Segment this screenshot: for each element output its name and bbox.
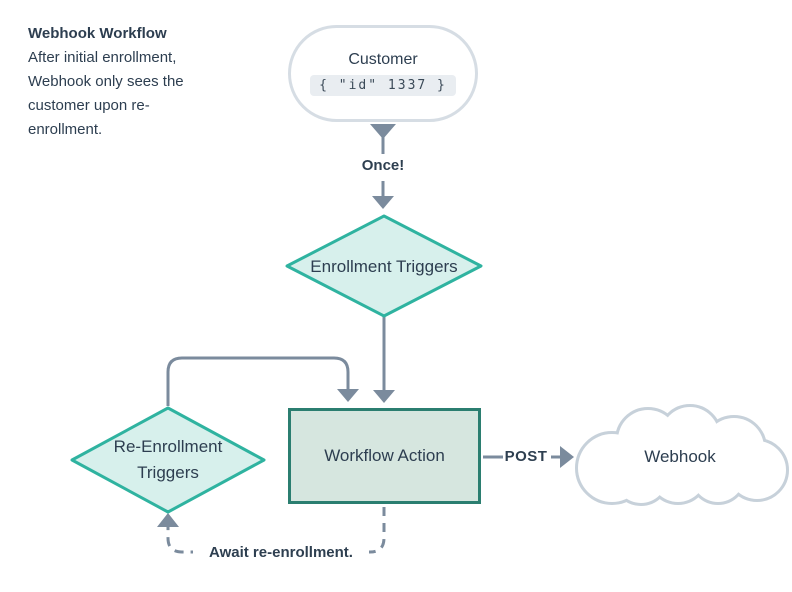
note-line: After initial enrollment, bbox=[28, 49, 177, 66]
arrowhead-down-icon bbox=[373, 390, 395, 403]
workflow-action-label: Workflow Action bbox=[324, 446, 445, 465]
note-title: Webhook Workflow bbox=[28, 25, 167, 42]
arrowhead-down-icon bbox=[337, 389, 359, 402]
webhook-cloud bbox=[575, 404, 789, 506]
once-edge-label: Once! bbox=[361, 157, 405, 174]
arrow-reenrollment-to-action bbox=[166, 356, 359, 406]
note-line: Webhook only sees the bbox=[28, 73, 184, 90]
customer-id-code-chip: { "id" 1337 } bbox=[310, 75, 456, 96]
note-block: Webhook Workflow After initial enrollmen… bbox=[28, 22, 228, 142]
re-enrollment-triggers-label: Re-Enrollment Triggers bbox=[93, 434, 243, 486]
await-reenrollment-edge-label: Await re-enrollment. bbox=[193, 543, 369, 562]
arrow-customer-to-enrollment bbox=[370, 124, 396, 209]
arrow-source-tail-icon bbox=[370, 124, 396, 139]
re-enrollment-triggers-label-line1: Re-Enrollment bbox=[113, 437, 223, 456]
arrow-action-to-webhook bbox=[483, 446, 574, 468]
post-edge-label: POST bbox=[504, 448, 548, 465]
arrowhead-up-icon bbox=[157, 513, 179, 527]
webhook-label: Webhook bbox=[644, 447, 716, 466]
enrollment-triggers-diamond bbox=[285, 214, 483, 318]
customer-node: Customer { "id" 1337 } bbox=[288, 25, 478, 122]
note-line: enrollment. bbox=[28, 121, 103, 138]
workflow-action-node: Workflow Action bbox=[288, 408, 481, 504]
arrowhead-right-icon bbox=[560, 446, 574, 468]
arrow-line bbox=[166, 356, 350, 406]
arrowhead-down-icon bbox=[372, 196, 394, 209]
enrollment-triggers-label: Enrollment Triggers bbox=[310, 257, 458, 276]
arrow-enrollment-to-action bbox=[373, 316, 395, 403]
re-enrollment-triggers-label-line2: Triggers bbox=[137, 463, 199, 482]
customer-node-label: Customer bbox=[348, 51, 418, 68]
re-enrollment-triggers-diamond bbox=[70, 406, 266, 514]
note-line: customer upon re- bbox=[28, 97, 150, 114]
